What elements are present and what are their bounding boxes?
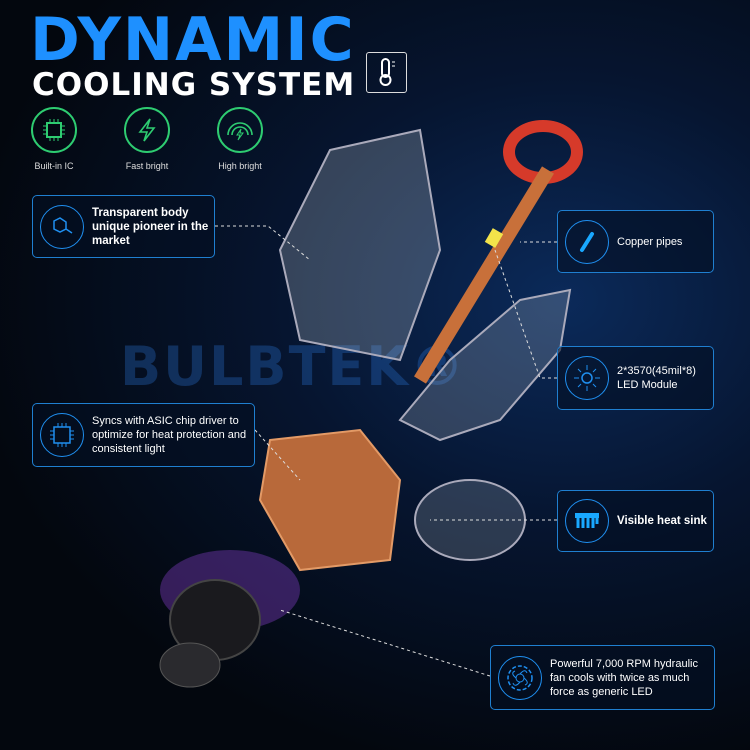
title-line1: DYNAMIC xyxy=(30,5,356,75)
fan-icon xyxy=(498,655,542,700)
heat-sink-icon xyxy=(565,499,609,543)
feature-label: Built-in IC xyxy=(34,161,74,171)
molecule-icon xyxy=(40,204,84,249)
callout-text: Syncs with ASIC chip driver to optimize … xyxy=(92,415,247,455)
feature-label: High bright xyxy=(218,161,262,171)
callout-text-line2: LED Module xyxy=(617,379,678,391)
callout-heat-sink: Visible heat sink xyxy=(557,490,714,552)
heat-sink xyxy=(258,428,402,572)
led-chip xyxy=(484,228,504,248)
feature-high-bright: High bright xyxy=(205,107,275,171)
clear-housing-top xyxy=(278,128,442,362)
feature-built-in-ic: Built-in IC xyxy=(19,107,89,171)
callout-asic-driver: Syncs with ASIC chip driver to optimize … xyxy=(32,403,255,467)
chip-icon xyxy=(31,107,77,153)
fan-cap xyxy=(159,642,221,688)
lightning-icon xyxy=(124,107,170,153)
pipe-icon xyxy=(565,219,609,264)
callout-text: Copper pipes xyxy=(617,235,683,248)
title-line2: COOLING SYSTEM xyxy=(32,67,356,103)
callout-text: Powerful 7,000 RPM hydraulic fan cools w… xyxy=(550,657,698,698)
callout-copper-pipes: Copper pipes xyxy=(557,210,714,273)
feature-label: Fast bright xyxy=(125,161,169,171)
callout-text: Transparent body unique pioneer in the m… xyxy=(92,206,209,247)
callout-transparent-body: Transparent body unique pioneer in the m… xyxy=(32,195,215,258)
signal-lightning-icon xyxy=(217,107,263,153)
chip-circuit-icon xyxy=(40,413,84,457)
callout-fan: Powerful 7,000 RPM hydraulic fan cools w… xyxy=(490,645,715,710)
callout-text: Visible heat sink xyxy=(617,515,707,527)
sun-icon xyxy=(565,356,609,400)
copper-pipe xyxy=(414,166,554,384)
callout-text-line1: 2*3570(45mil*8) xyxy=(617,365,696,377)
clear-housing-right xyxy=(398,288,572,442)
thermometer-icon xyxy=(366,52,407,93)
feature-fast-bright: Fast bright xyxy=(112,107,182,171)
watermark: BULBTEK® xyxy=(120,335,467,398)
callout-led-module: 2*3570(45mil*8) LED Module xyxy=(557,346,714,410)
leader-lines xyxy=(215,225,557,677)
